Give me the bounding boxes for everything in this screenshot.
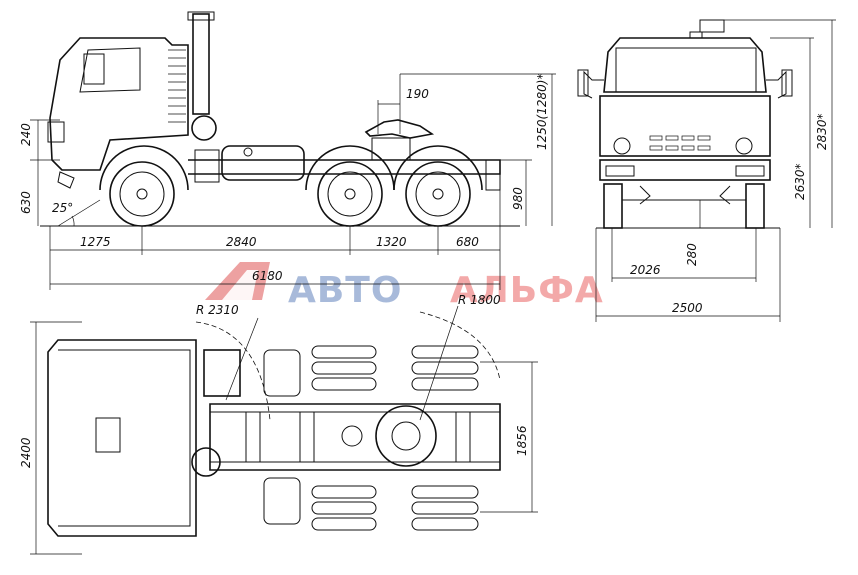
front-grille (649, 135, 711, 151)
rear-wheel-1-side (305, 145, 395, 227)
dim-radius-front: R 2310 (196, 303, 239, 317)
cab-grille (168, 49, 186, 123)
front-tire-left (603, 183, 623, 229)
dim-ground-clearance: 280 (685, 243, 699, 266)
fifth-wheel-top (375, 405, 437, 467)
dim-front-overhang: 1275 (80, 235, 111, 249)
dim-height-cab: 2630* (793, 163, 807, 200)
dim-front-630: 630 (19, 191, 33, 214)
side-view: 1275 2840 1320 680 6180 190 1250(1280)* … (19, 11, 556, 290)
dim-cab-width: 2400 (19, 437, 33, 468)
chassis-top (209, 403, 501, 471)
dim-width: 2500 (672, 301, 703, 315)
top-dimension-lines (30, 321, 538, 555)
dim-approach-angle: 25° (52, 201, 73, 215)
cab-front (603, 37, 767, 93)
cab-side (49, 37, 189, 171)
dim-cab-240: 240 (19, 123, 33, 146)
front-view: 2830* 2630* 280 2026 2500 (577, 19, 836, 322)
dim-wheelbase-front: 2840 (226, 235, 257, 249)
fifth-wheel-side (364, 119, 435, 139)
front-dimension-lines (595, 19, 836, 322)
dim-height-total: 2830* (815, 113, 829, 150)
top-view: R 2310 R 1800 2400 1856 (19, 293, 538, 555)
front-tire-right (745, 183, 765, 229)
rear-wheel-2-side (393, 145, 483, 227)
dim-coupling-offset: 190 (406, 87, 429, 101)
dim-overall-length: 6180 (252, 269, 283, 283)
front-wheel-side (99, 145, 189, 227)
dim-saddle-height: 1250(1280)* (535, 74, 549, 150)
exhaust-stack (192, 13, 210, 115)
cab-top (47, 339, 197, 537)
rear-wheels-top (311, 345, 479, 531)
fuel-tank (221, 145, 305, 181)
dim-rear-overhang: 680 (456, 235, 479, 249)
dim-radius-rear: R 1800 (458, 293, 501, 307)
watermark-text-avto: АВТО (288, 270, 402, 311)
dim-track: 2026 (630, 263, 661, 277)
dim-wheelbase-rear: 1320 (376, 235, 407, 249)
watermark-logo (205, 262, 270, 300)
watermark: АВТО АЛЬФА (205, 262, 604, 311)
watermark-text-alfa: АЛЬФА (450, 270, 604, 311)
side-dimension-lines (30, 73, 556, 290)
dim-rear-track: 1856 (515, 425, 529, 456)
dim-frame-height: 980 (511, 187, 525, 210)
